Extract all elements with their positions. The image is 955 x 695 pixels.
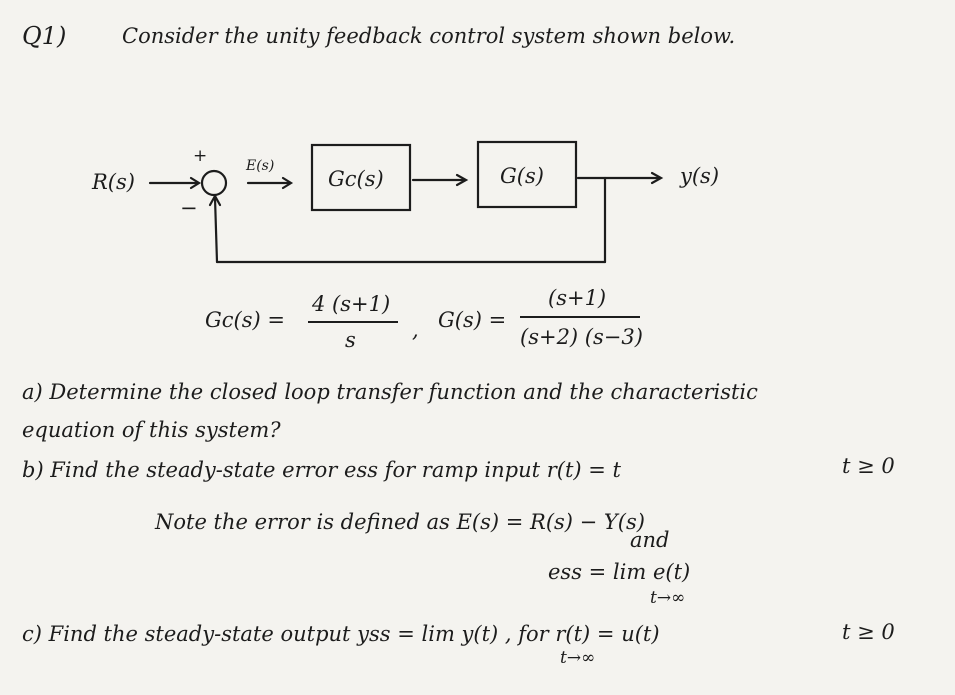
part-b-ess: ess = lim e(t) — [548, 560, 691, 584]
plus-sign: + — [193, 146, 208, 166]
gc-numerator: 4 (s+1) — [312, 292, 391, 316]
part-b-condition: t ≥ 0 — [842, 454, 895, 478]
part-c-limit: t→∞ — [560, 648, 596, 668]
g-denominator: (s+2) (s−3) — [520, 325, 643, 349]
input-label: R(s) — [92, 170, 135, 194]
error-label: E(s) — [246, 158, 275, 174]
question-number: Q1) — [22, 22, 67, 50]
part-a-line1: a) Determine the closed loop transfer fu… — [22, 380, 758, 404]
separator-comma: , — [412, 318, 419, 342]
part-a-line2: equation of this system? — [22, 418, 281, 442]
gc-denominator: s — [345, 328, 356, 352]
minus-sign: − — [180, 196, 198, 220]
part-b-line1: b) Find the steady-state error ess for r… — [22, 458, 621, 482]
g-numerator: (s+1) — [548, 286, 607, 310]
part-b-limit: t→∞ — [650, 588, 686, 608]
gc-lhs: Gc(s) = — [205, 308, 285, 332]
output-label: y(s) — [680, 164, 720, 188]
part-c-condition: t ≥ 0 — [842, 620, 895, 644]
part-c-line1: c) Find the steady-state output yss = li… — [22, 622, 660, 646]
part-b-and: and — [630, 528, 670, 552]
part-b-note: Note the error is defined as E(s) = R(s)… — [155, 510, 645, 534]
controller-label: Gc(s) — [328, 167, 384, 191]
plant-label: G(s) — [500, 164, 544, 188]
g-lhs: G(s) = — [438, 308, 507, 332]
question-intro: Consider the unity feedback control syst… — [122, 24, 736, 48]
